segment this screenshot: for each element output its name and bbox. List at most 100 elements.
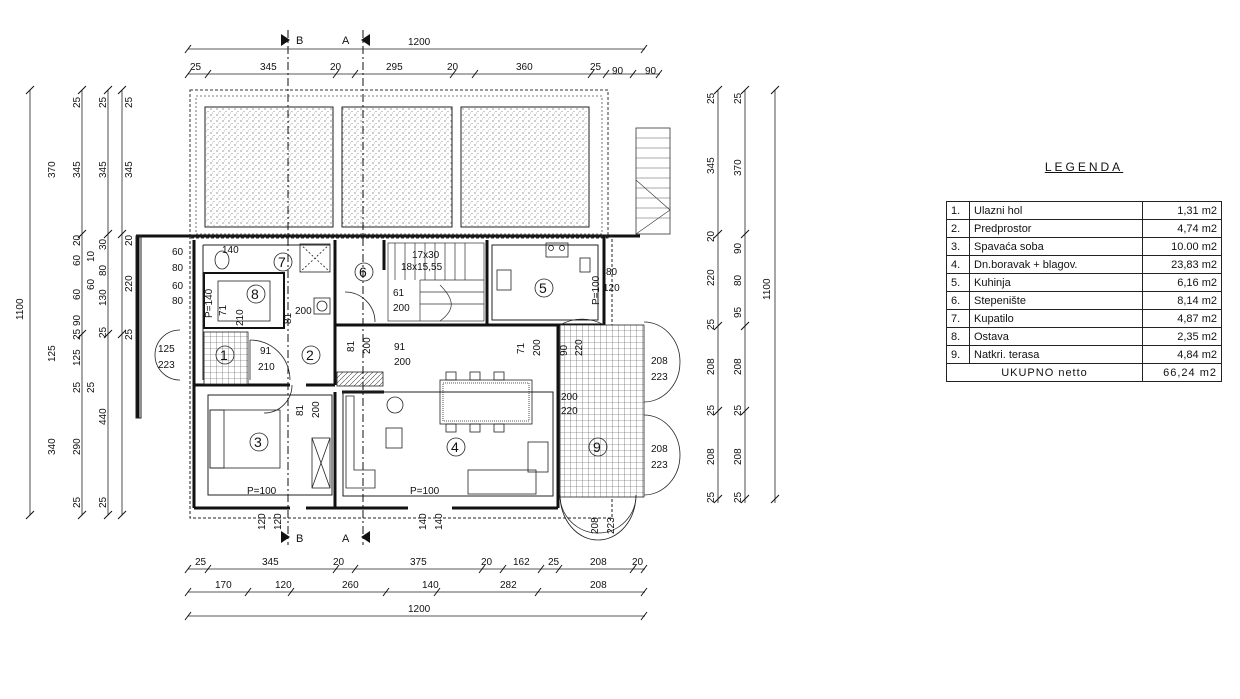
room-8-number: 8 [251, 286, 259, 302]
left2-dim-6: 25 [72, 328, 83, 340]
left-dim-b: 125 [47, 345, 58, 362]
room-name: Dn.boravak + blagov. [969, 255, 1143, 274]
right2-dim-8: 25 [733, 491, 744, 503]
opening-25: 71 [516, 342, 527, 354]
opening-43: 208 [590, 517, 601, 534]
room-area: 4,74 m2 [1142, 219, 1222, 238]
room-name: Kuhinja [969, 273, 1143, 292]
row-number: 9. [946, 345, 970, 364]
right2-dim-0: 25 [733, 92, 744, 104]
row-number: 5. [946, 273, 970, 292]
room-area: 2,35 m2 [1142, 327, 1222, 346]
left3-dim-2: 30 [98, 238, 109, 250]
total-area: 66,24 m2 [1142, 363, 1222, 382]
room-area: 1,31 m2 [1142, 201, 1222, 220]
left2-dim-5: 90 [72, 314, 83, 326]
room-2-number: 2 [306, 347, 314, 363]
bottom2-dim-2: 260 [342, 580, 359, 591]
table-row: 4.Dn.boravak + blagov.23,83 m2 [946, 255, 1222, 274]
opening-21: 81 [346, 340, 357, 352]
left-dim-c: 340 [47, 438, 58, 455]
bottom2-dim-3: 140 [422, 580, 439, 591]
room-name: Predprostor [969, 219, 1143, 238]
opening-8: 81 [283, 312, 294, 324]
hatched-strip [336, 371, 384, 387]
room-area: 6,16 m2 [1142, 273, 1222, 292]
right1-dim-7: 208 [706, 448, 717, 465]
left2-dim-0: 25 [72, 96, 83, 108]
room-labels [215, 252, 608, 457]
left3-dim-1: 345 [98, 161, 109, 178]
opening-2: 80 [172, 263, 184, 274]
opening-16: P=100 [591, 275, 602, 305]
left4-dim-3: 220 [124, 275, 135, 292]
legend-title: LEGENDA [1044, 160, 1124, 174]
right1-dim-4: 25 [706, 318, 717, 330]
bottom-dim-1: 345 [262, 557, 279, 568]
right2-dim-5: 208 [733, 358, 744, 375]
left3-dim-7: 25 [98, 496, 109, 508]
row-number: 1. [946, 201, 970, 220]
row-number: 7. [946, 309, 970, 328]
bottom-dim-6: 25 [548, 557, 560, 568]
top-dim-4: 20 [447, 62, 459, 73]
left4-dim-1: 345 [124, 161, 135, 178]
right2-dim-2: 90 [733, 242, 744, 254]
bottom-dim-8: 20 [632, 557, 644, 568]
left3-dim-4: 130 [98, 289, 109, 306]
room-name: Spavaća soba [969, 237, 1143, 256]
opening-4: 80 [172, 296, 184, 307]
opening-33: 208 [651, 444, 668, 455]
row-number: 6. [946, 291, 970, 310]
left3-dim-5: 25 [98, 326, 109, 338]
left2-dim-10: 25 [72, 496, 83, 508]
room-name: Kupatilo [969, 309, 1143, 328]
upper-terrace [189, 89, 609, 239]
interior-stair [387, 242, 485, 322]
left5-dim-0: 10 [86, 250, 97, 262]
room-name: Ulazni hol [969, 201, 1143, 220]
room-1-number: 1 [220, 347, 228, 363]
row-number: 3. [946, 237, 970, 256]
opening-6: 71 [218, 304, 229, 316]
section-markers [281, 34, 370, 543]
left2-dim-1: 345 [72, 161, 83, 178]
room-area: 23,83 m2 [1142, 255, 1222, 274]
opening-11: 200 [393, 303, 410, 314]
opening-22: 200 [362, 337, 373, 354]
left2-dim-9: 290 [72, 438, 83, 455]
top-dim-0: 25 [190, 62, 202, 73]
room-4-number: 4 [451, 439, 459, 455]
opening-37: P=100 [247, 486, 277, 497]
top-dim-5: 360 [516, 62, 533, 73]
entry-tiles [203, 331, 249, 385]
right1-dim-2: 20 [706, 230, 717, 242]
room-name: Natkri. terasa [969, 345, 1143, 364]
section-b-top: B [296, 35, 303, 47]
right1-dim-0: 25 [706, 92, 717, 104]
terrace-tiles [559, 324, 645, 498]
furniture [209, 242, 591, 495]
bottom2-dim-0: 170 [215, 580, 232, 591]
opening-31: 200 [561, 392, 578, 403]
top-dim-7: 90 [612, 66, 624, 77]
opening-27: 90 [559, 344, 570, 356]
top-dim-2: 20 [330, 62, 342, 73]
opening-20: 210 [258, 362, 275, 373]
left4-dim-0: 25 [124, 96, 135, 108]
opening-40: 120 [273, 513, 284, 530]
opening-7: 210 [235, 309, 246, 326]
room-7-number: 7 [278, 254, 286, 270]
right2-dim-6: 25 [733, 404, 744, 416]
left3-dim-0: 25 [98, 96, 109, 108]
dimension-ticks [25, 44, 780, 621]
room-name: Ostava [969, 327, 1143, 346]
right2-dim-7: 208 [733, 448, 744, 465]
left5-dim-1: 60 [86, 278, 97, 290]
